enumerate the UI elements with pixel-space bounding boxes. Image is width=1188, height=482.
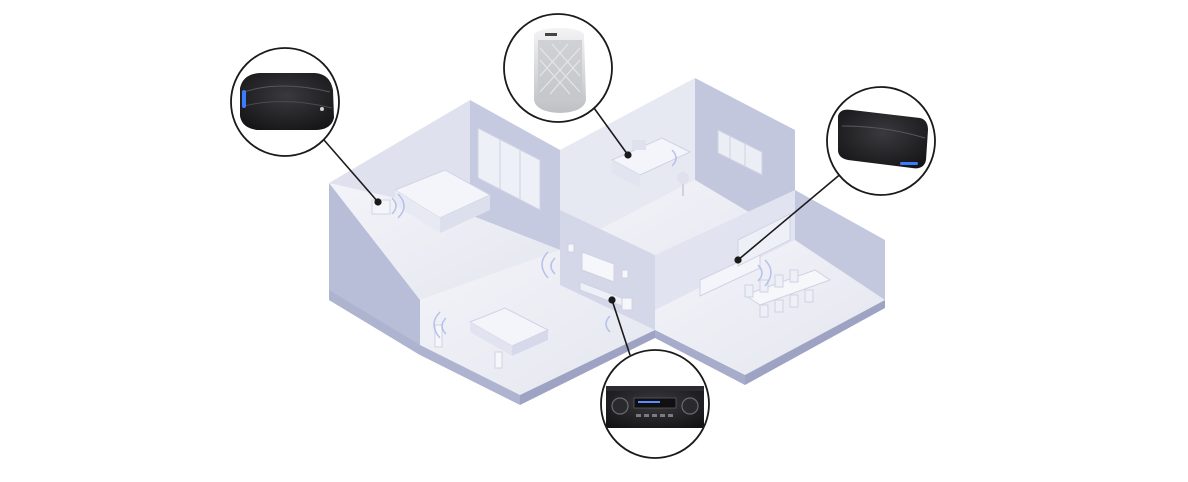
kitchen-speaker-callout [826, 86, 936, 196]
kitchen-room [655, 190, 885, 385]
office-bookshelf [717, 129, 763, 176]
bedroom-speaker-callout [230, 47, 340, 157]
av-receiver-callout [600, 349, 710, 459]
callout-lines [323, 107, 844, 356]
house-floorplan [329, 78, 885, 405]
office-desk [610, 137, 692, 196]
sound-waves [391, 149, 772, 339]
wardrobe [477, 127, 541, 211]
office-speaker-callout [503, 13, 613, 123]
dining-table [743, 269, 832, 318]
